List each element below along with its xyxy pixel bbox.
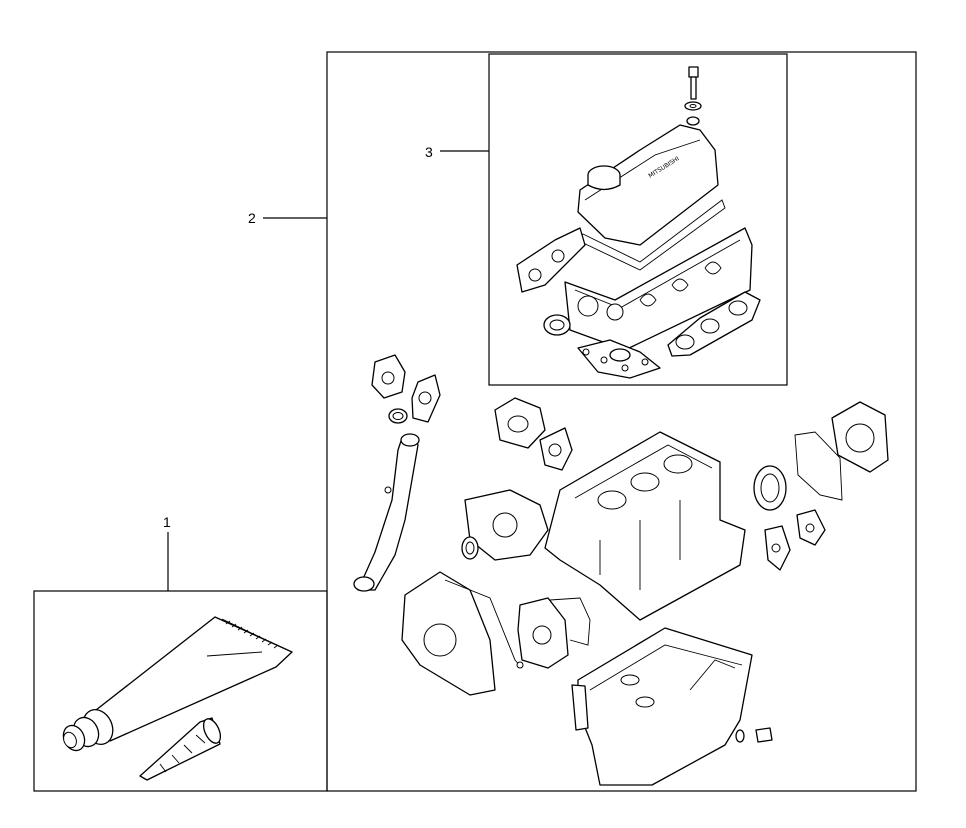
cylinder-head-icon: [564, 227, 753, 379]
valve-cover-icon: MITSUBISHI: [577, 124, 719, 246]
frame-kit-1: [33, 590, 328, 792]
callout-3[interactable]: 3: [425, 144, 433, 160]
oil-pan-icon: [571, 627, 773, 786]
frame-kit-3: [488, 53, 788, 386]
water-pipe-icon: [353, 433, 420, 592]
nozzle-icon: [139, 717, 222, 781]
timing-cover-icon: [401, 571, 524, 696]
head-bolt-icon: [684, 66, 702, 126]
small-gasket-icon: [764, 509, 826, 571]
oil-seal-case-icon: [794, 401, 889, 501]
oil-pump-icon: [517, 597, 591, 669]
engine-block-icon: [544, 431, 746, 621]
thermostat-housing-icon: [371, 354, 441, 424]
valve-cover-gasket-icon: [576, 199, 726, 271]
camshaft-seal-icon: [543, 314, 571, 336]
crankshaft-seal-icon: [753, 465, 787, 511]
water-pump-icon: [461, 489, 549, 561]
callout-1[interactable]: 1: [163, 514, 171, 530]
exhaust-manifold-gasket-icon: [667, 291, 761, 357]
frame-kit-2: [326, 51, 917, 792]
thermostat-icon: [494, 397, 573, 471]
sealant-tube-icon: [62, 616, 293, 752]
intake-gasket-icon: [516, 227, 586, 293]
callout-2[interactable]: 2: [248, 210, 256, 226]
